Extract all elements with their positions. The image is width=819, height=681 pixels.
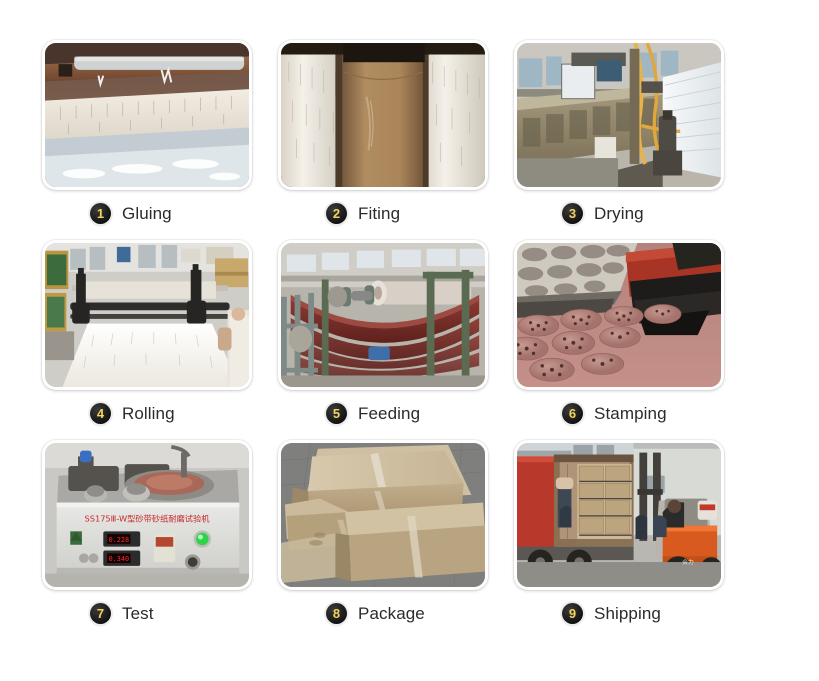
process-step-6: 6 Stamping — [514, 240, 724, 440]
process-step-7: SS175Ⅲ-W型砂带砂纸耐磨试验机 0.228 0.340 — [42, 440, 252, 640]
photo-frame — [514, 240, 724, 390]
step-number-badge: 3 — [562, 203, 583, 224]
step-label: Drying — [594, 203, 644, 223]
photo-frame: 合力 — [514, 440, 724, 590]
test-photo: SS175Ⅲ-W型砂带砂纸耐磨试验机 0.228 0.340 — [45, 443, 249, 587]
step-label: Fiting — [358, 203, 401, 223]
process-step-8: 8 Package — [278, 440, 488, 640]
shipping-photo: 合力 — [517, 443, 721, 587]
process-step-5: 5 Feeding — [278, 240, 488, 440]
process-step-4: 4 Rolling — [42, 240, 252, 440]
test-display-2: 0.340 — [109, 555, 129, 563]
fiting-photo — [281, 43, 485, 187]
feeding-photo — [281, 243, 485, 387]
test-display-1: 0.228 — [109, 536, 129, 544]
step-caption: 1 Gluing — [42, 203, 252, 224]
step-label: Test — [122, 603, 154, 623]
step-label: Rolling — [122, 403, 175, 423]
photo-frame — [278, 240, 488, 390]
process-step-3: 3 Drying — [514, 40, 724, 240]
svg-text:合力: 合力 — [682, 558, 694, 566]
step-label: Gluing — [122, 203, 172, 223]
step-number-badge: 1 — [90, 203, 111, 224]
photo-frame — [514, 40, 724, 190]
step-number-badge: 6 — [562, 403, 583, 424]
step-label: Feeding — [358, 403, 421, 423]
step-number-badge: 8 — [326, 603, 347, 624]
process-step-2: 2 Fiting — [278, 40, 488, 240]
step-label: Stamping — [594, 403, 667, 423]
photo-frame — [278, 40, 488, 190]
step-caption: 6 Stamping — [514, 403, 724, 424]
step-caption: 5 Feeding — [278, 403, 488, 424]
step-number-badge: 4 — [90, 403, 111, 424]
stamping-photo — [517, 243, 721, 387]
step-caption: 2 Fiting — [278, 203, 488, 224]
photo-frame: SS175Ⅲ-W型砂带砂纸耐磨试验机 0.228 0.340 — [42, 440, 252, 590]
step-caption: 3 Drying — [514, 203, 724, 224]
step-number-badge: 2 — [326, 203, 347, 224]
step-number-badge: 5 — [326, 403, 347, 424]
step-caption: 4 Rolling — [42, 403, 252, 424]
process-step-9: 合力 9 Shipping — [514, 440, 724, 640]
step-caption: 7 Test — [42, 603, 252, 624]
machine-panel-text: SS175Ⅲ-W型砂带砂纸耐磨试验机 — [85, 514, 211, 524]
step-number-badge: 9 — [562, 603, 583, 624]
package-photo — [281, 443, 485, 587]
process-step-1: 1 Gluing — [42, 40, 252, 240]
photo-frame — [42, 40, 252, 190]
step-label: Package — [358, 603, 425, 623]
step-caption: 9 Shipping — [514, 603, 724, 624]
rolling-photo — [45, 243, 249, 387]
drying-photo — [517, 43, 721, 187]
step-caption: 8 Package — [278, 603, 488, 624]
gluing-photo — [45, 43, 249, 187]
step-number-badge: 7 — [90, 603, 111, 624]
photo-frame — [42, 240, 252, 390]
production-process-grid: 1 Gluing — [42, 40, 724, 640]
photo-frame — [278, 440, 488, 590]
step-label: Shipping — [594, 603, 661, 623]
